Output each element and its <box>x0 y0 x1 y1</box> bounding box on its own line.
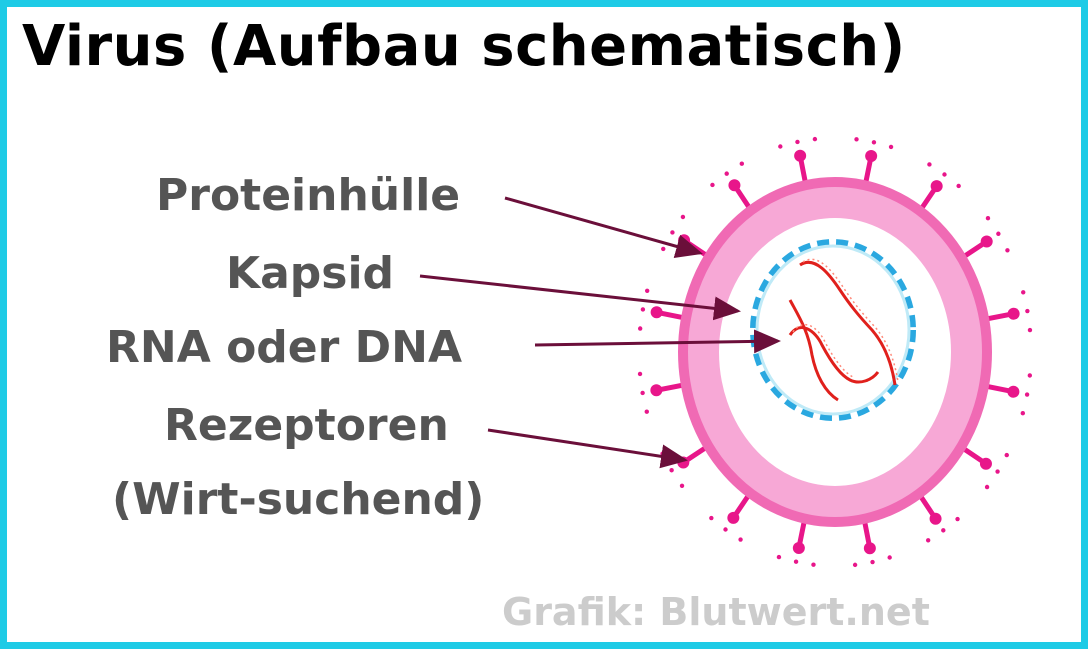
receptor-head <box>1007 307 1020 320</box>
label-rezeptoren: Rezeptoren <box>164 400 449 451</box>
receptor-head <box>1007 385 1020 398</box>
receptor-dot <box>644 409 649 414</box>
arrow-proteinhuelle <box>504 196 703 259</box>
receptor-dot <box>724 171 729 176</box>
label-proteinhuelle: Proteinhülle <box>156 170 461 221</box>
arrow-kapsid <box>419 274 741 321</box>
receptor-dot <box>710 182 715 188</box>
label-wirt-suchend: (Wirt-suchend) <box>112 474 485 525</box>
receptor-dot <box>870 559 875 565</box>
arrow-rna-dna <box>534 329 781 354</box>
receptor-dot <box>942 172 947 177</box>
receptor-dot <box>941 528 946 533</box>
receptor-dot <box>811 562 816 567</box>
receptor-dot <box>640 390 645 396</box>
receptor-dot <box>1005 248 1010 253</box>
receptor-head <box>863 542 876 555</box>
diagram-title: Virus (Aufbau schematisch) <box>22 14 906 79</box>
receptor-dot <box>637 371 643 377</box>
receptor-dot <box>1021 290 1026 295</box>
receptor-dot <box>1004 452 1009 458</box>
receptor-dot <box>644 288 650 294</box>
receptor-dot <box>925 538 931 543</box>
receptor-head <box>650 306 663 319</box>
receptor-dot <box>1024 392 1030 397</box>
receptor-dot <box>723 527 728 532</box>
receptor-head <box>727 511 740 524</box>
receptor-head <box>979 457 992 470</box>
receptor-dot <box>996 231 1001 236</box>
receptor-dot <box>738 537 743 542</box>
receptor-head <box>728 179 741 192</box>
receptor-dot <box>1020 410 1026 416</box>
receptor-head <box>929 512 942 525</box>
receptor-head <box>930 180 943 193</box>
receptor-dot <box>679 483 685 488</box>
credit-text: Grafik: Blutwert.net <box>502 590 930 634</box>
receptor-dot <box>927 162 932 167</box>
receptor-dot <box>812 136 818 142</box>
receptor-head <box>792 542 805 555</box>
receptor-dot <box>637 326 643 331</box>
receptor-dot <box>955 516 960 522</box>
receptor-dot <box>680 214 686 220</box>
receptor-head <box>980 235 993 248</box>
genome-strands <box>788 261 897 402</box>
receptor-dot <box>661 246 666 252</box>
receptor-dot <box>739 161 745 166</box>
receptor-dot <box>956 183 961 189</box>
receptor-dot <box>1027 373 1033 378</box>
receptor-dot <box>887 555 892 560</box>
receptor-dot <box>1025 308 1030 314</box>
receptor-dot <box>984 484 990 490</box>
receptor-dot <box>709 515 714 521</box>
receptor-dot <box>854 137 859 142</box>
capsid-shell <box>750 239 916 421</box>
genome-strand-texture <box>792 258 899 383</box>
receptor-dot <box>1027 327 1033 333</box>
receptor-head <box>865 149 878 162</box>
receptor-dot <box>871 140 877 145</box>
receptor-dot <box>852 562 858 568</box>
receptor-head <box>650 384 663 397</box>
receptor-dot <box>793 559 799 564</box>
receptor-dot <box>995 469 1000 474</box>
receptor-dot <box>669 468 674 473</box>
receptor-dot <box>776 554 782 560</box>
receptor-dot <box>985 216 991 221</box>
label-kapsid: Kapsid <box>226 248 395 299</box>
receptor-dot <box>778 144 783 149</box>
receptor-dot <box>795 139 800 145</box>
arrow-rezeptoren <box>487 428 688 469</box>
receptor-head <box>794 149 807 162</box>
pointer-arrows <box>419 196 781 469</box>
receptor-dot <box>888 144 894 150</box>
receptor-dot <box>640 307 646 312</box>
receptor-head <box>678 234 691 247</box>
receptor-dot <box>670 230 675 235</box>
label-rna-oder-dna: RNA oder DNA <box>106 322 463 373</box>
